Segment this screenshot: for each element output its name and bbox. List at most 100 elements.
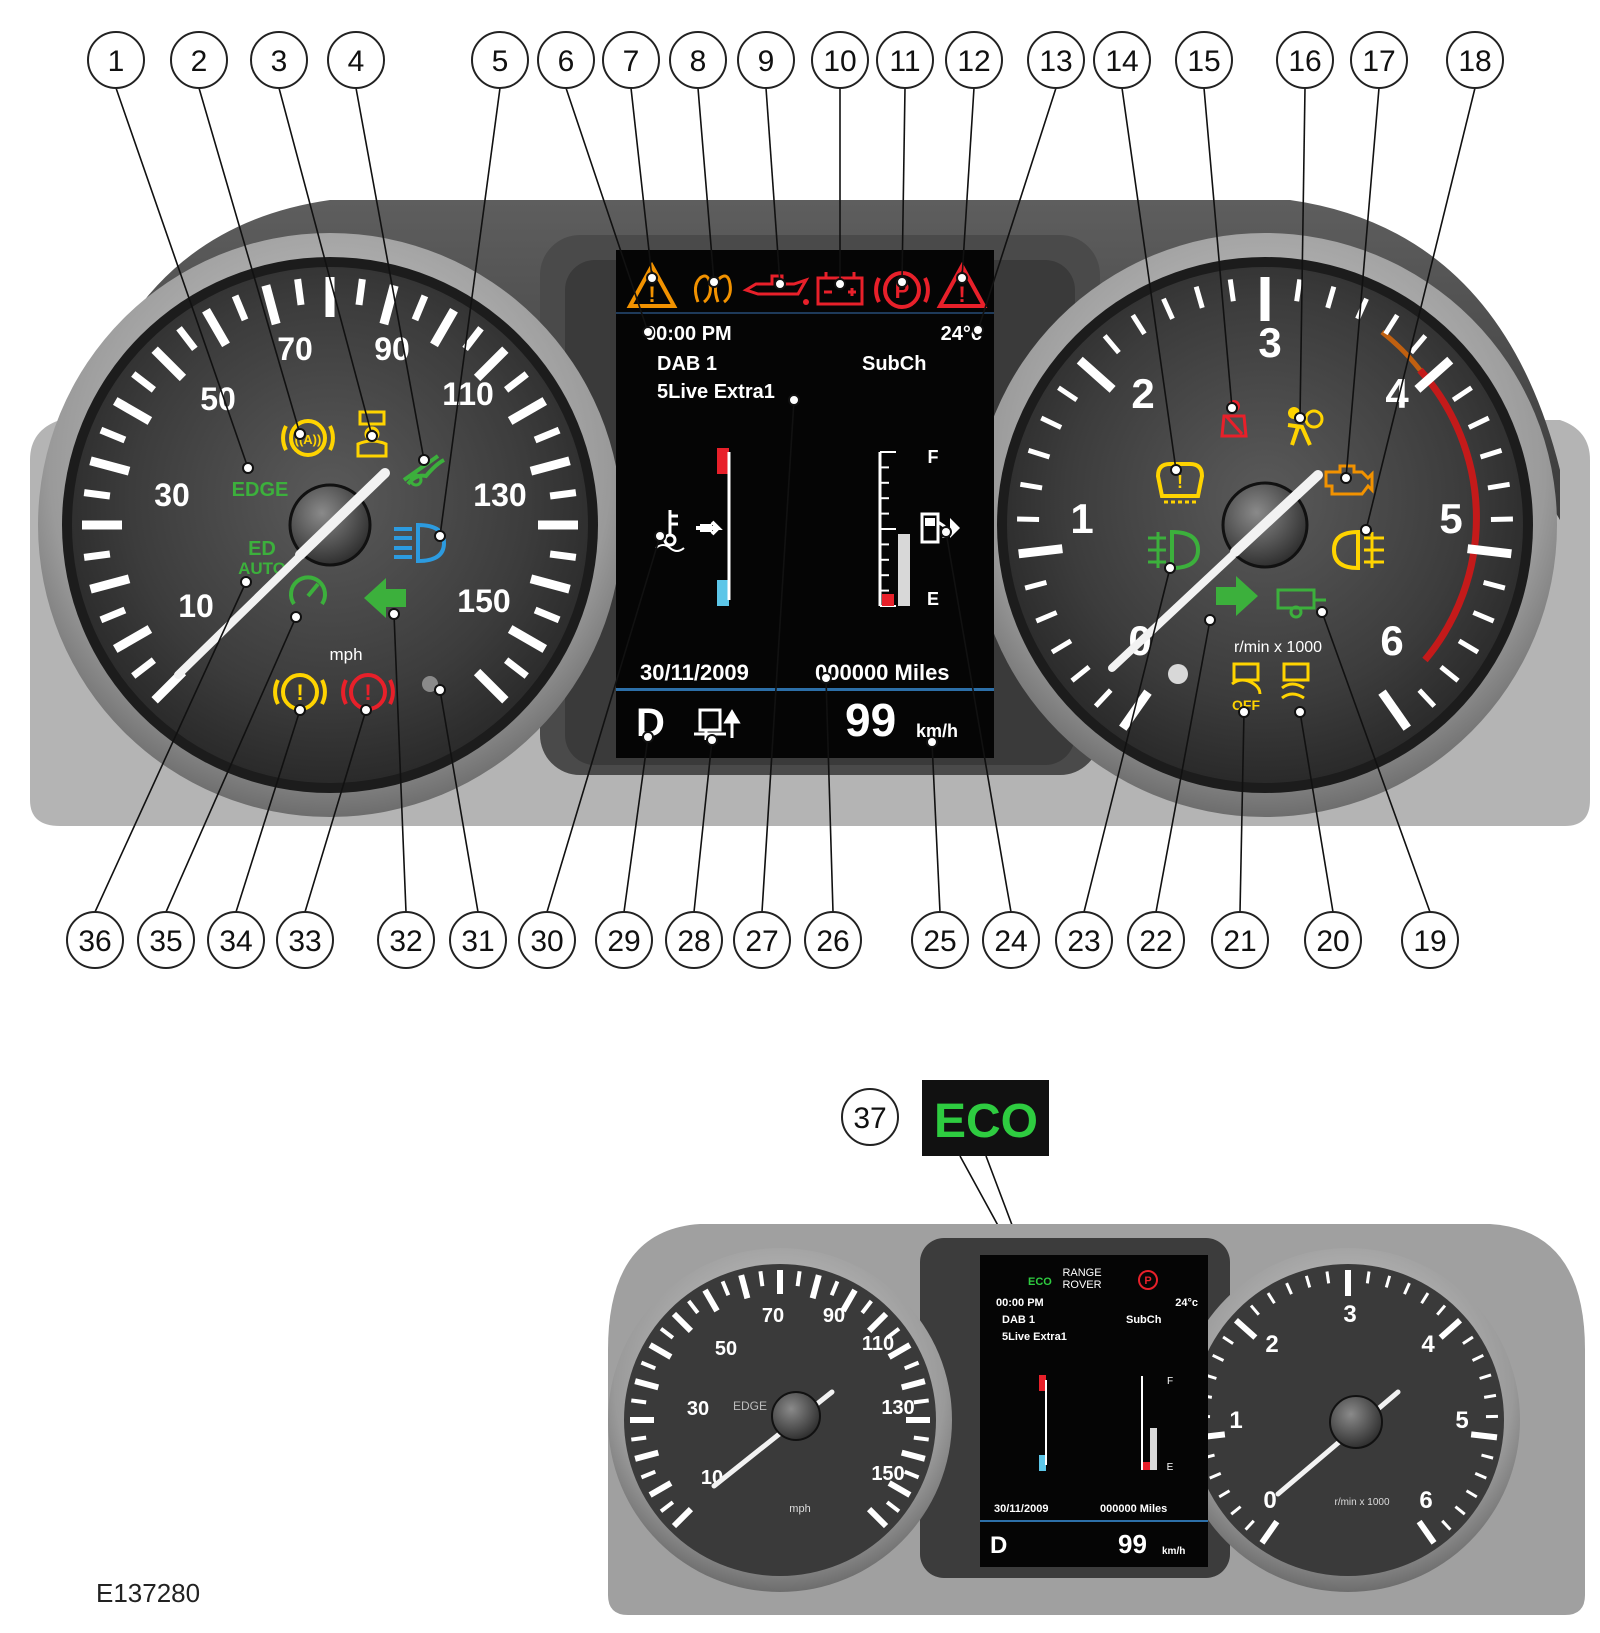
dial-tick — [1490, 516, 1513, 523]
dial-tick — [903, 1360, 920, 1371]
dial-tick — [913, 1435, 929, 1442]
leader-dot — [642, 326, 654, 338]
callout-3: 3 — [250, 31, 308, 89]
coolant-temperature-gauge — [655, 448, 731, 606]
dial-tick — [1420, 1292, 1430, 1305]
display-date: 30/11/2009 — [640, 660, 749, 685]
dial-tick — [1070, 664, 1091, 683]
dial-tick — [83, 489, 111, 500]
dial-tick — [1222, 1335, 1234, 1345]
bottom-speedo-hub — [771, 1391, 821, 1441]
callout-9: 9 — [737, 31, 795, 89]
speedo-label-10: 10 — [178, 588, 214, 624]
dial-tick — [1378, 689, 1411, 731]
bottom-display-screen — [980, 1255, 1208, 1567]
dial-tick — [1218, 1489, 1231, 1499]
svg-text:!: ! — [648, 282, 655, 307]
dial-tick — [631, 1435, 647, 1442]
leader-dot — [1204, 614, 1216, 626]
dial-tick — [1451, 385, 1473, 402]
callout-circle — [911, 911, 969, 969]
bottom-speedo-label-90: 90 — [823, 1305, 845, 1327]
dial-tick — [89, 456, 131, 476]
tachometer-needle-head — [1230, 470, 1323, 557]
leader-dot — [240, 576, 252, 588]
dial-tick — [648, 1480, 673, 1498]
leader-dot — [290, 611, 302, 623]
leader-line — [630, 87, 653, 279]
cruise-control-icon — [289, 575, 327, 606]
callout-17: 17 — [1350, 31, 1408, 89]
callout-circle — [250, 31, 308, 89]
tacho-label-6: 6 — [1380, 617, 1403, 664]
bottom-speedo-label-110: 110 — [862, 1333, 894, 1355]
dial-tick — [1035, 610, 1058, 624]
dial-tick — [1304, 1275, 1312, 1288]
bottom-fuel-bar — [1150, 1428, 1157, 1470]
dial-tick — [1471, 1353, 1484, 1362]
display-digital-speed: 99 — [845, 694, 896, 746]
callout-number: 24 — [994, 925, 1027, 958]
dial-tick — [131, 371, 157, 393]
bottom-display-odometer: 000000 Miles — [1100, 1503, 1167, 1515]
dial-tick — [631, 1398, 647, 1405]
figure-reference: E137280 — [96, 1578, 200, 1608]
leader-dot — [642, 731, 654, 743]
callout-19: 19 — [1401, 911, 1459, 969]
tachometer-orange-band — [1380, 330, 1422, 372]
tacho-label-4: 4 — [1385, 370, 1409, 417]
callout-37-circle — [841, 1088, 899, 1146]
callout-circle — [207, 911, 265, 969]
bottom-speedo-edge: EDGE — [733, 1399, 767, 1413]
leader-line — [761, 399, 795, 913]
callout-number: 9 — [758, 45, 775, 78]
dial-tick — [758, 1271, 765, 1287]
leader-dot — [1360, 524, 1372, 536]
leader-dot — [434, 530, 446, 542]
dial-tick — [1018, 544, 1063, 559]
leader-line — [546, 535, 661, 913]
callout-13: 13 — [1027, 31, 1085, 89]
callout-circle — [327, 31, 385, 89]
dial-tick — [1233, 1318, 1258, 1340]
driver-seat-heater-icon — [356, 410, 388, 458]
callout-number: 7 — [623, 45, 640, 78]
dial-tick — [503, 371, 529, 393]
leader-line — [565, 87, 649, 333]
dial-tick — [1161, 297, 1175, 320]
leader-line — [825, 677, 834, 913]
edge-lamp: EDGE — [232, 479, 289, 501]
callout-number: 20 — [1316, 925, 1349, 958]
engine-malfunction-icon — [1324, 464, 1374, 496]
callout-circle — [733, 911, 791, 969]
dial-tick — [1409, 334, 1428, 355]
dial-tick — [1193, 286, 1205, 309]
svg-text:!: ! — [364, 680, 371, 705]
display-screen — [616, 250, 994, 758]
dial-tick — [702, 1288, 720, 1313]
speedo-label-150: 150 — [457, 583, 510, 619]
main-beam-headlamp-icon — [394, 522, 447, 564]
speedo-label-30: 30 — [154, 477, 190, 513]
leader-line — [901, 87, 906, 283]
callout-leader-lines — [94, 87, 1476, 913]
dial-tick — [671, 1506, 694, 1529]
dial-tick — [462, 326, 484, 352]
leader-line — [165, 616, 297, 913]
speedo-sensor-dot — [422, 676, 438, 692]
callout-8: 8 — [669, 31, 727, 89]
coolant-temperature-icon — [655, 510, 685, 552]
callout-circle — [1350, 31, 1408, 89]
callout-number: 31 — [461, 925, 494, 958]
airbag-icon — [1287, 407, 1324, 446]
dial-tick — [885, 1327, 901, 1340]
callout-number: 35 — [149, 925, 182, 958]
dial-tick — [355, 278, 366, 306]
dial-tick — [860, 1299, 873, 1315]
leader-dot — [820, 672, 832, 684]
callout-26: 26 — [804, 911, 862, 969]
leader-line — [439, 87, 501, 537]
tacho-sensor-dot — [1168, 664, 1188, 684]
leader-dot — [1164, 562, 1176, 574]
